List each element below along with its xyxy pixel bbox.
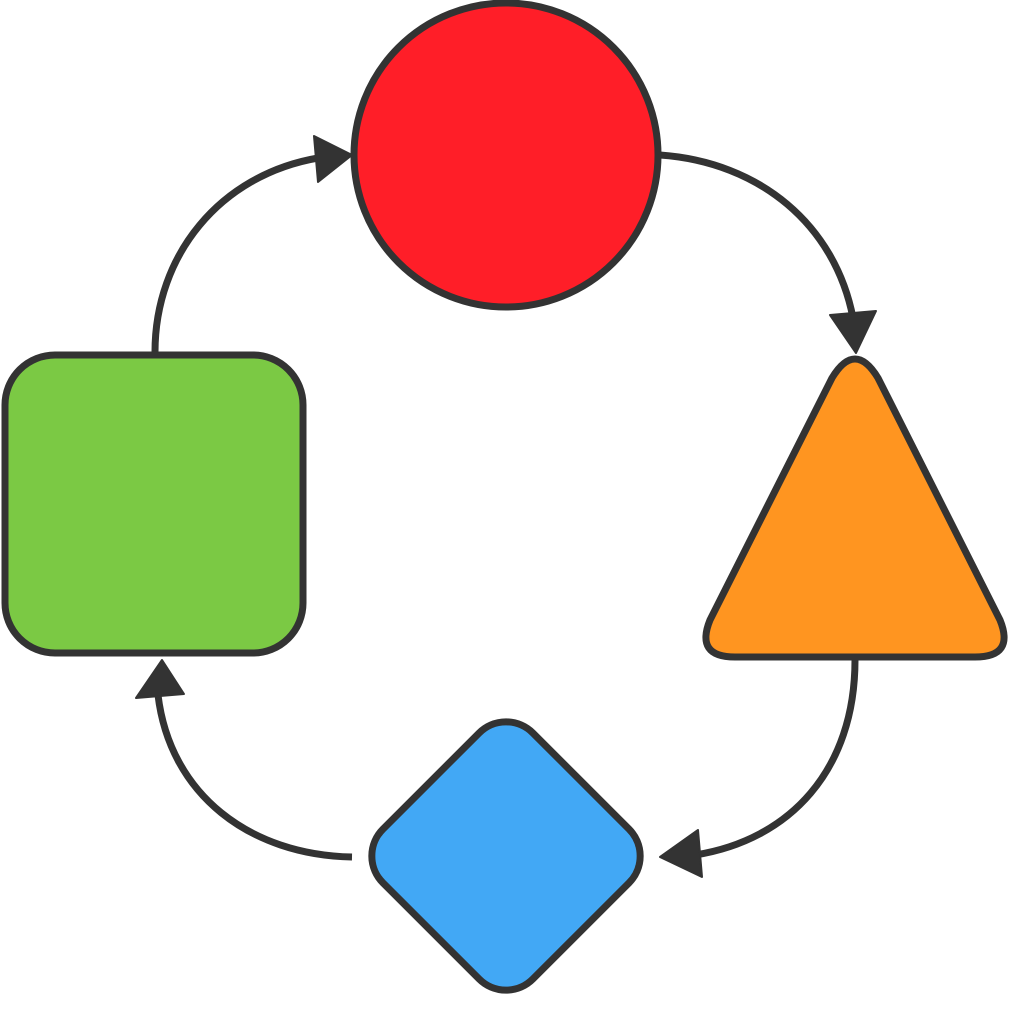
arrowhead-circle-to-triangle	[829, 310, 877, 354]
arrowhead-square-to-circle	[313, 135, 353, 183]
arrow-square-to-circle	[151, 154, 319, 353]
arrowhead-diamond-to-square	[135, 659, 185, 699]
edges	[135, 135, 877, 878]
arrow-diamond-to-square	[154, 694, 353, 861]
nodes	[1, 0, 1008, 994]
arrow-triangle-to-diamond	[694, 659, 859, 859]
node-triangle	[702, 355, 1008, 661]
node-circle	[350, 0, 662, 311]
node-square	[1, 351, 307, 657]
node-diamond	[368, 718, 644, 994]
arrowhead-triangle-to-diamond	[659, 829, 703, 878]
arrow-circle-to-triangle	[659, 151, 857, 319]
